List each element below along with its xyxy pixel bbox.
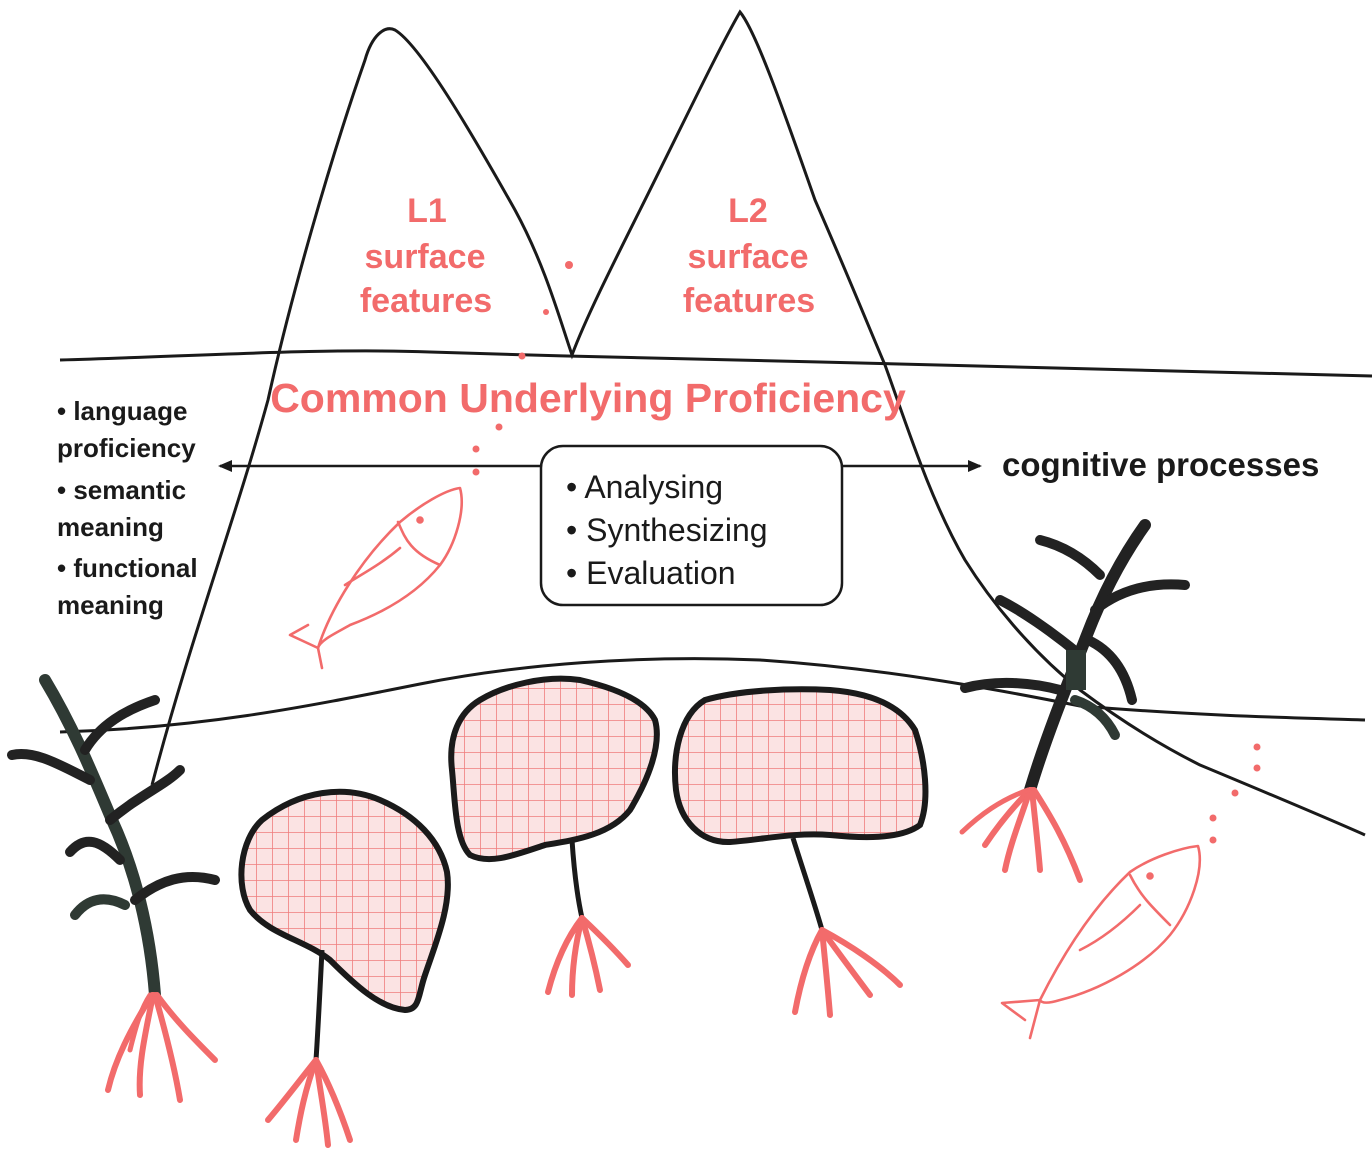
seaweed-plant-left	[7, 674, 220, 1103]
l1-features: features	[360, 282, 492, 320]
fish-icon-left	[288, 486, 463, 670]
grid-blob-2	[448, 675, 660, 998]
seabed-line	[59, 657, 1366, 734]
bubbles-right	[1209, 743, 1261, 844]
grid-blob-3	[672, 686, 929, 1018]
left-item-2b: meaning	[57, 512, 164, 542]
l2-label: L2 surface features	[683, 192, 815, 320]
left-item-3a: • functional	[57, 553, 198, 583]
l1-label: L1 surface features	[360, 192, 492, 320]
l2-title: L2	[728, 192, 768, 230]
waterline	[59, 349, 1372, 378]
l1-surface: surface	[365, 238, 486, 276]
grid-blob-1	[238, 788, 451, 1148]
left-item-1a: • language	[57, 396, 187, 426]
box-item-synthesizing: • Synthesizing	[566, 512, 768, 548]
cup-label: Common Underlying Proficiency	[270, 375, 906, 421]
left-list: • language proficiency • semantic meanin…	[57, 396, 198, 620]
l2-surface: surface	[688, 238, 809, 276]
l2-features: features	[683, 282, 815, 320]
fish-icon-right	[1000, 844, 1201, 1040]
box-item-analysing: • Analysing	[566, 469, 723, 505]
bubbles-center	[472, 261, 573, 476]
iceberg-outline	[150, 9, 1366, 837]
seaweed-plant-right	[959, 519, 1190, 883]
left-item-2a: • semantic	[57, 475, 186, 505]
left-item-3b: meaning	[57, 590, 164, 620]
box-item-evaluation: • Evaluation	[566, 555, 736, 591]
l1-title: L1	[407, 192, 447, 230]
cognitive-box	[539, 444, 844, 607]
left-item-1b: proficiency	[57, 433, 196, 463]
cognitive-processes-label: cognitive processes	[1002, 446, 1319, 483]
